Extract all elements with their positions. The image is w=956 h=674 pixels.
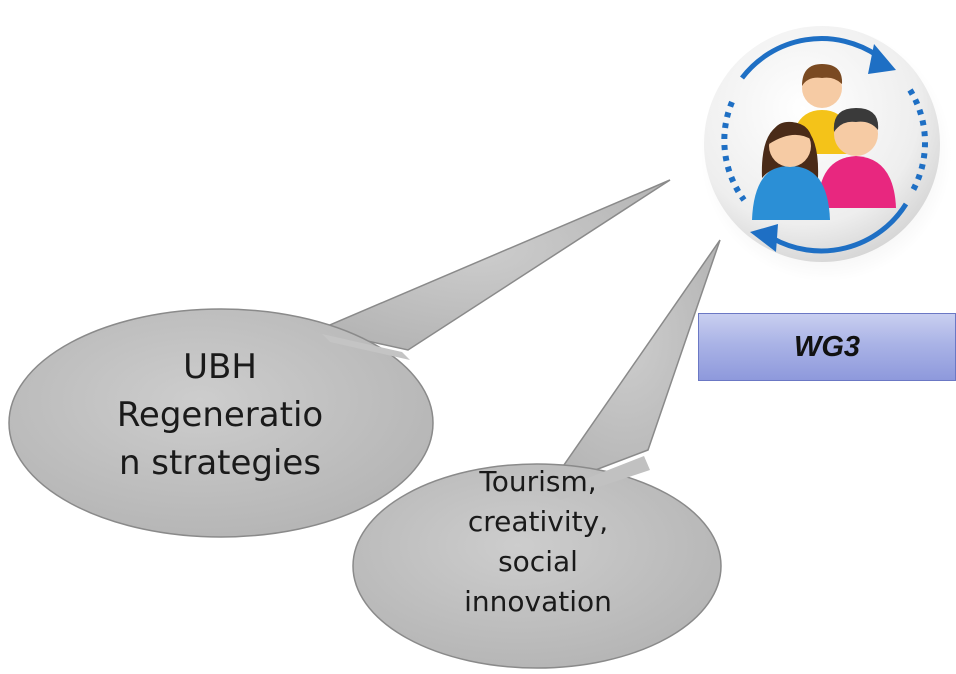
person-magenta — [818, 108, 896, 208]
working-group-label-box: WG3 — [698, 313, 956, 381]
person-blue — [752, 121, 830, 220]
bubble-tourism-body — [352, 463, 722, 669]
bubble-tourism-line: Tourism, — [479, 465, 597, 498]
bubble-regeneration — [8, 179, 671, 538]
people-group-cycle-icon — [690, 6, 954, 286]
bubble-tourism — [352, 239, 722, 669]
working-group-label: WG3 — [793, 330, 861, 363]
bubble-regeneration-line: Regeneratio — [116, 395, 324, 435]
bubble-tourism-line: creativity, — [467, 505, 609, 538]
bubble-tourism-text: Tourism, creativity, social innovation — [438, 462, 638, 622]
bubble-regeneration-tail — [315, 179, 671, 351]
bubble-regeneration-text: UBH Regeneratio n strategies — [60, 343, 380, 487]
cycle-arrow-bottom — [750, 202, 909, 254]
bubble-tourism-tail — [546, 239, 721, 490]
bubble-regeneration-body — [8, 308, 434, 538]
bubble-regeneration-line: UBH — [183, 347, 257, 387]
bubble-tourism-line: innovation — [464, 585, 612, 618]
bubble-regeneration-line: n strategies — [118, 443, 322, 483]
bubble-tourism-line: social — [498, 545, 578, 578]
cycle-arrow-top — [740, 36, 896, 80]
